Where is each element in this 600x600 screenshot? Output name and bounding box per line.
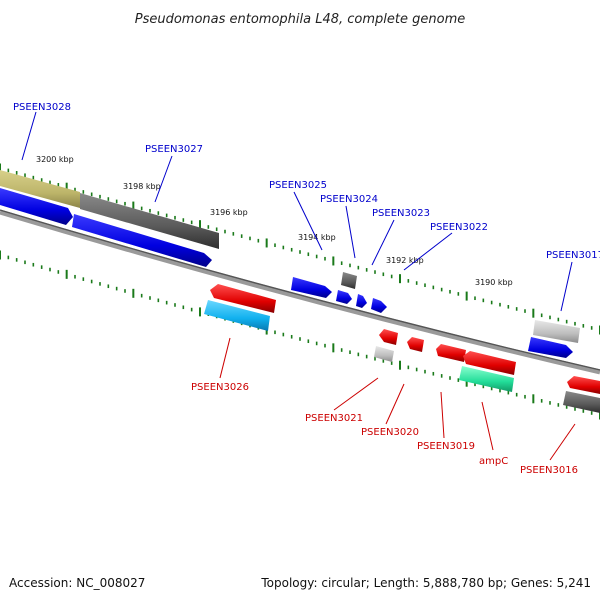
kbp-label: 3200 kbp	[36, 155, 74, 164]
kbp-label: 3196 kbp	[210, 208, 248, 217]
gene-arrow-forward[interactable]	[0, 188, 73, 225]
gene-label-forward[interactable]: PSEEN3028	[13, 102, 71, 113]
gene-label-forward[interactable]: PSEEN3027	[145, 144, 203, 155]
gene-arrow-reverse[interactable]	[436, 344, 466, 362]
gene-arrow-forward[interactable]	[336, 290, 352, 304]
gene-arrow-forward[interactable]	[371, 298, 387, 313]
gene-label-forward[interactable]: PSEEN3017	[546, 250, 600, 261]
gene-feature[interactable]	[0, 170, 80, 208]
gene-arrow-reverse[interactable]	[567, 376, 600, 394]
gene-label-forward[interactable]: PSEEN3025	[269, 180, 327, 191]
kbp-label: 3192 kbp	[386, 256, 424, 265]
gene-feature[interactable]	[341, 272, 357, 289]
gene-arrow-forward[interactable]	[528, 337, 573, 358]
gene-label-reverse[interactable]: PSEEN3026	[191, 382, 249, 393]
gene-label-reverse[interactable]: PSEEN3019	[417, 441, 475, 452]
kbp-label: 3190 kbp	[475, 278, 513, 287]
tick-track-top	[0, 163, 600, 335]
map-title: Pseudomonas entomophila L48, complete ge…	[135, 12, 466, 27]
gene-feature[interactable]	[80, 193, 219, 249]
gene-arrow-reverse[interactable]	[210, 284, 276, 313]
gene-feature[interactable]	[204, 300, 270, 331]
gene-arrow-reverse[interactable]	[407, 337, 424, 352]
gene-arrow-forward[interactable]	[72, 214, 212, 267]
gene-label-forward[interactable]: PSEEN3023	[372, 208, 430, 219]
gene-feature[interactable]	[459, 366, 514, 392]
gene-label-reverse[interactable]: PSEEN3021	[305, 413, 363, 424]
genome-backbone	[0, 209, 600, 375]
gene-arrow-reverse[interactable]	[463, 351, 516, 375]
kbp-label: 3198 kbp	[123, 182, 161, 191]
gene-arrow-forward[interactable]	[291, 277, 332, 298]
genome-summary-text: Topology: circular; Length: 5,888,780 bp…	[261, 576, 591, 590]
gene-label-reverse[interactable]: PSEEN3016	[520, 465, 578, 476]
gene-label-forward[interactable]: PSEEN3022	[430, 222, 488, 233]
tick-track-bottom	[0, 250, 600, 420]
kbp-label: 3194 kbp	[298, 233, 336, 242]
gene-arrow-reverse[interactable]	[379, 329, 398, 345]
gene-label-forward[interactable]: PSEEN3024	[320, 194, 378, 205]
gene-feature[interactable]	[374, 346, 394, 362]
gene-label-reverse[interactable]: ampC	[479, 456, 508, 467]
gene-feature[interactable]	[533, 320, 580, 343]
gene-label-reverse[interactable]: PSEEN3020	[361, 427, 419, 438]
gene-arrow-forward[interactable]	[356, 294, 367, 308]
gene-feature[interactable]	[563, 391, 600, 413]
accession-text: Accession: NC_008027	[9, 576, 146, 590]
